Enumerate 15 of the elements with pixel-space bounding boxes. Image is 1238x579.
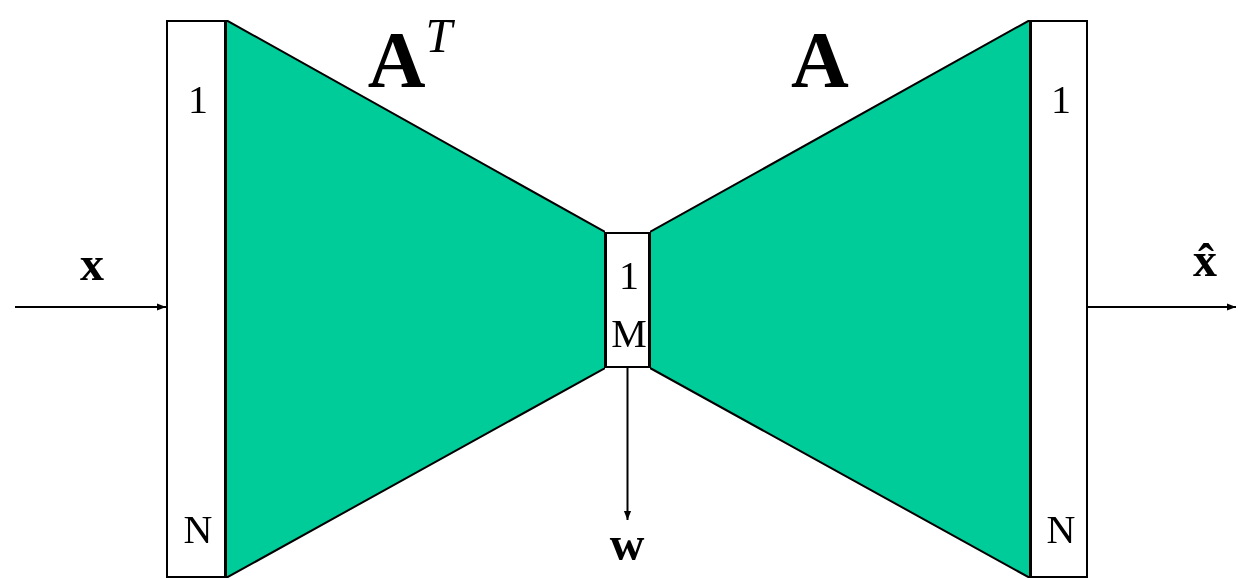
arrow	[623, 367, 632, 521]
index-label: 1	[619, 256, 639, 296]
index-label: M	[611, 314, 647, 354]
matrix-label: A	[791, 20, 849, 100]
index-label: 1	[188, 80, 208, 120]
vector-bar	[605, 232, 650, 368]
vector-bar	[1030, 20, 1088, 578]
index-label: N	[1046, 510, 1076, 550]
vector-bar	[166, 20, 226, 578]
arrow	[14, 303, 167, 311]
arrow	[1087, 303, 1237, 311]
output-label: w	[609, 520, 645, 568]
matrix-label: A$^{T}$	[367, 20, 453, 100]
index-label: 1	[1051, 80, 1071, 120]
index-label: N	[183, 510, 213, 550]
